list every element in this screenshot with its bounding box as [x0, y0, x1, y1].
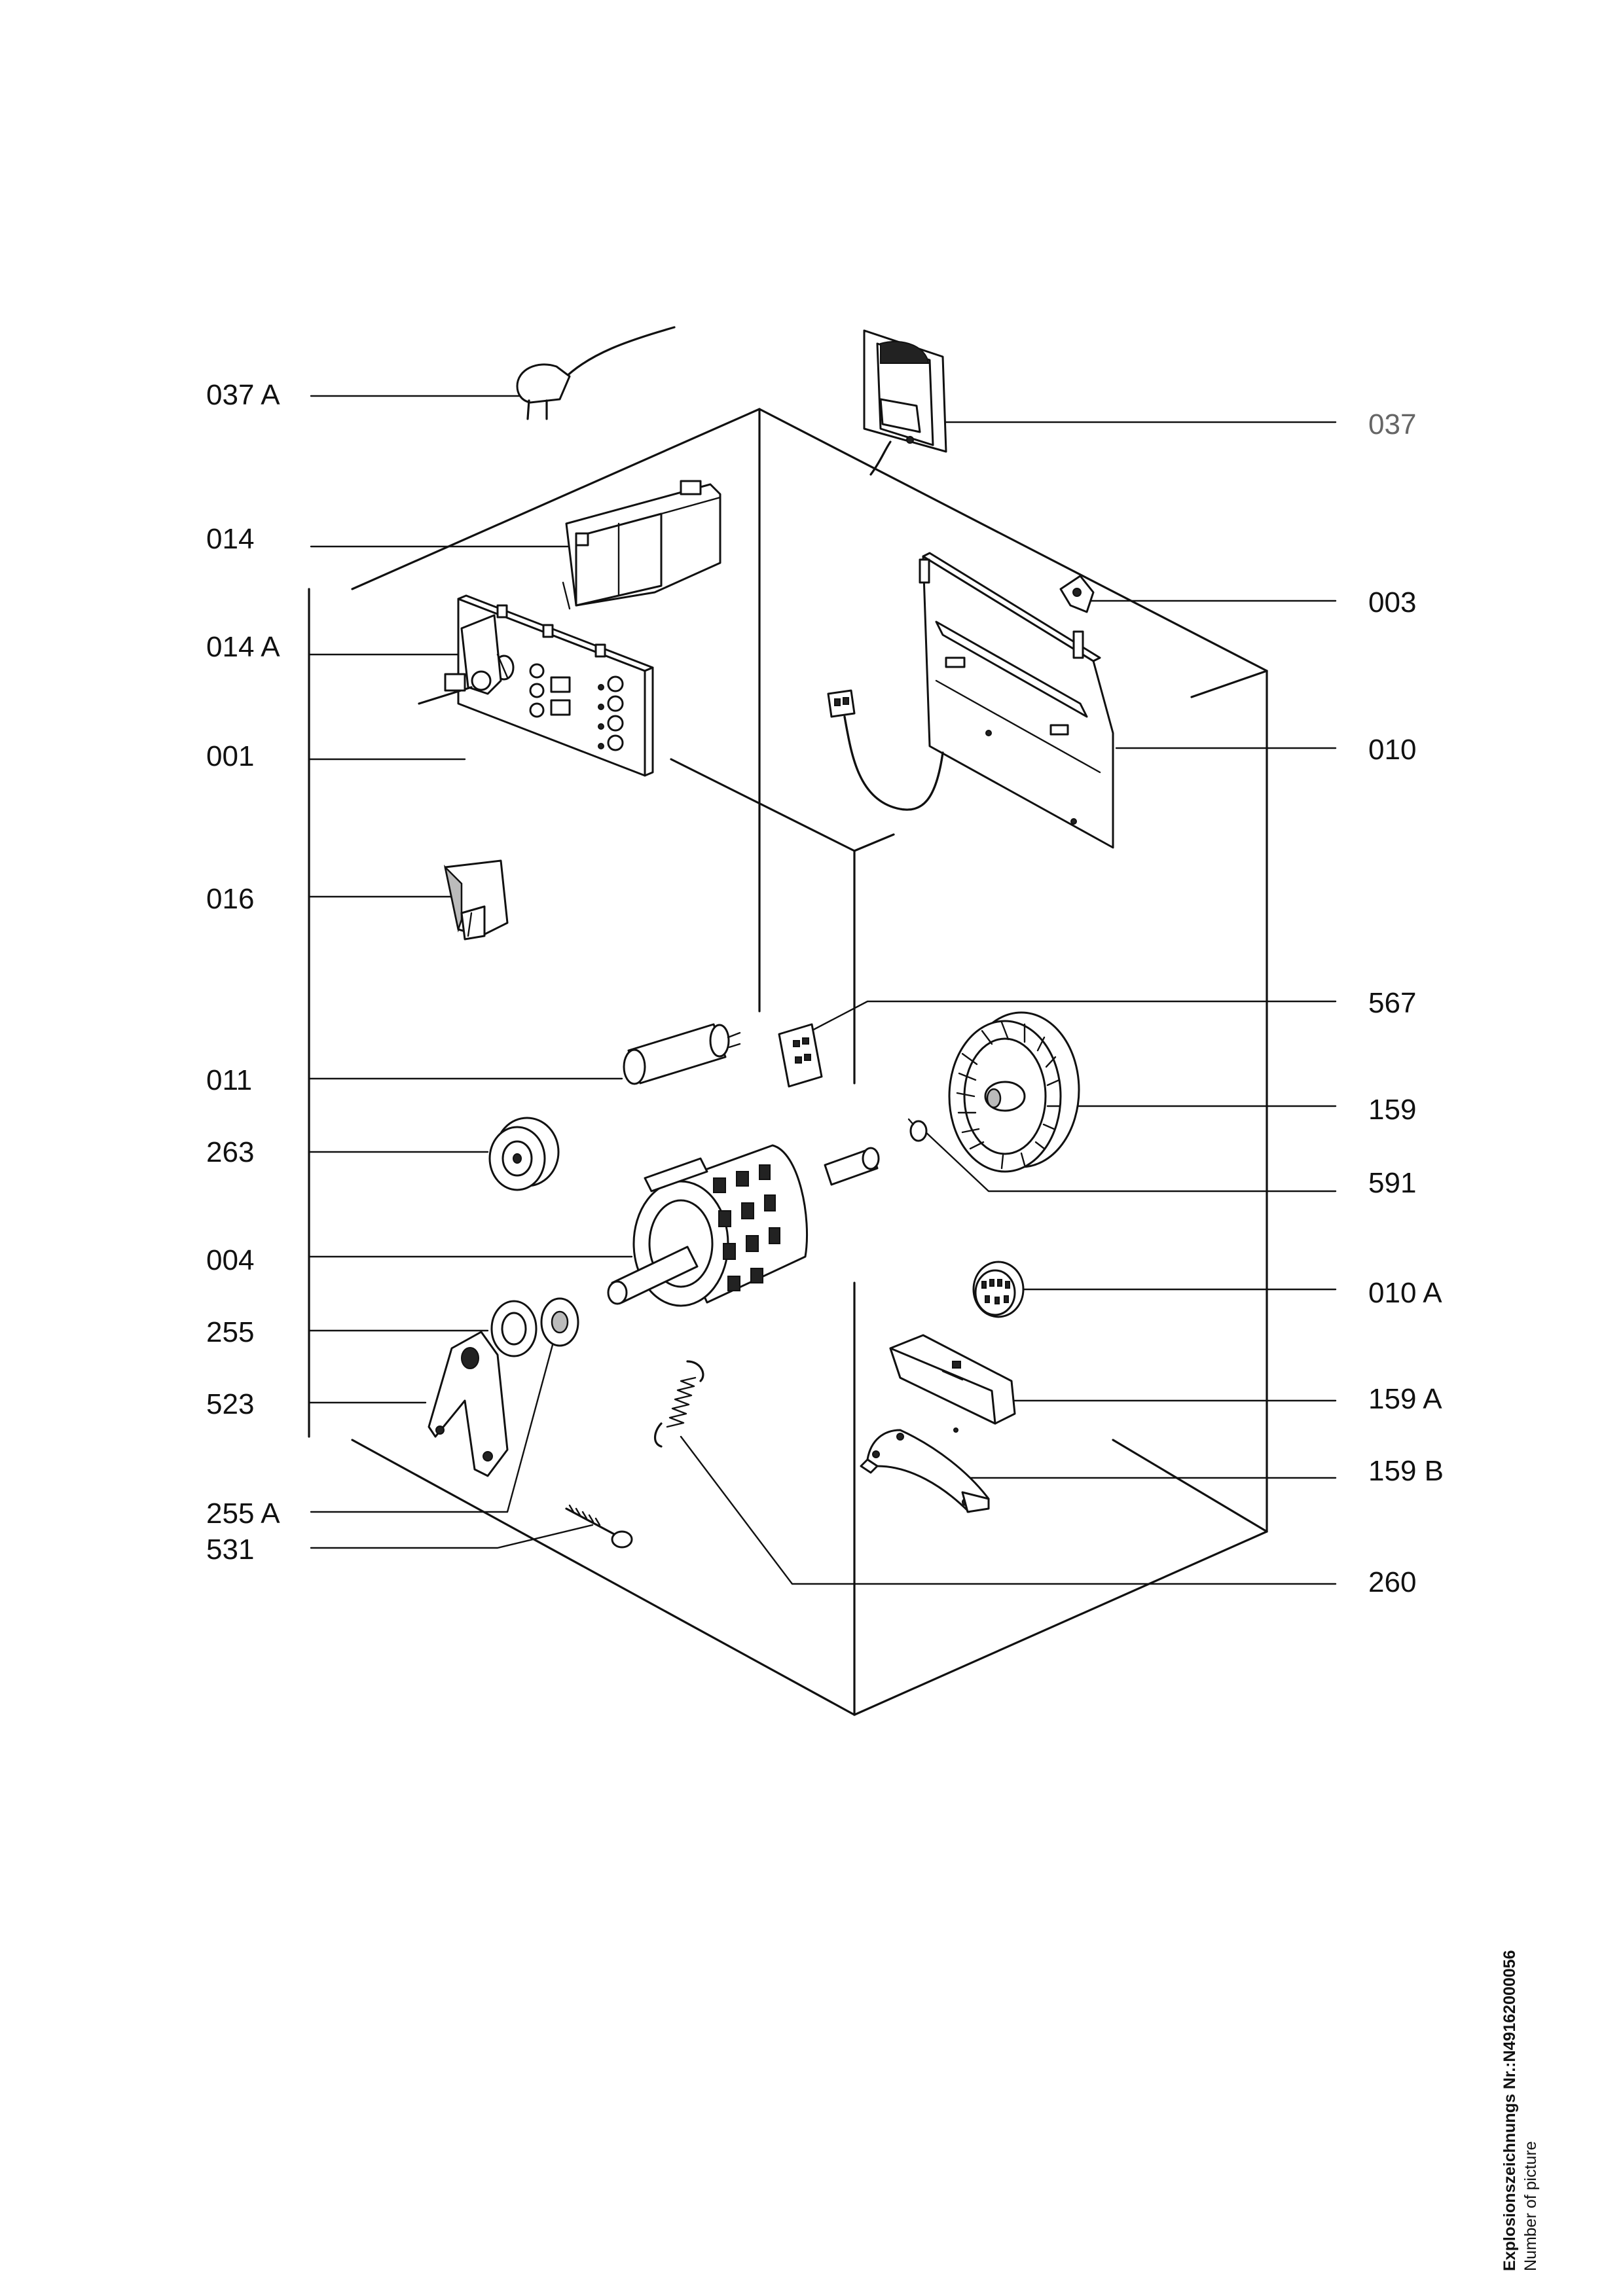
part-labels-left: 037 A 014 014 A 001 016 011 263 004 255 …: [206, 379, 280, 1566]
rear-bracket-icon: [827, 552, 1114, 849]
label-255: 255: [206, 1316, 254, 1348]
label-591: 591: [1368, 1167, 1416, 1199]
label-260: 260: [1368, 1566, 1416, 1598]
screw-icon: [565, 1504, 633, 1549]
label-016: 016: [206, 883, 254, 915]
capacitor-icon: [623, 1023, 741, 1085]
round-connector-icon: [972, 1261, 1025, 1318]
blower-wheel-icon: [948, 1011, 1080, 1173]
label-523: 523: [206, 1388, 254, 1420]
retaining-ring-icon: [907, 1118, 928, 1142]
bushing-icon: [490, 1297, 579, 1357]
control-module-icon: [562, 480, 721, 610]
clip-icon: [1059, 575, 1095, 613]
motor-icon: [607, 1144, 880, 1307]
leader-lines-right: [680, 421, 1337, 1585]
pulley-icon: [488, 1117, 560, 1191]
transformer-icon: [863, 329, 947, 476]
label-159a: 159 A: [1368, 1383, 1442, 1415]
drawing-number: Explosionszeichnungs Nr.:N49162000056: [1501, 1950, 1519, 2272]
fan-housing-part-icon: [889, 1334, 1016, 1433]
label-037a: 037 A: [206, 379, 280, 411]
label-001: 001: [206, 740, 254, 772]
curved-plate-icon: [860, 1429, 990, 1513]
label-010: 010: [1368, 734, 1416, 766]
label-010a: 010 A: [1368, 1277, 1442, 1309]
thermostat-bracket-icon: [443, 859, 509, 941]
label-263: 263: [206, 1136, 254, 1168]
label-531: 531: [206, 1534, 254, 1566]
mounting-bracket-icon: [428, 1331, 509, 1477]
switch-icon: [418, 614, 509, 705]
label-159b: 159 B: [1368, 1455, 1444, 1487]
housing-wireframe: [351, 408, 1268, 1716]
label-004: 004: [206, 1244, 254, 1276]
label-255a: 255 A: [206, 1498, 280, 1530]
label-014: 014: [206, 523, 254, 555]
power-cord-plug-icon: [516, 326, 676, 420]
drawing-number-subtitle: Number of picture: [1522, 2141, 1540, 2271]
picture-number-text: Explosionszeichnungs Nr.:N49162000056 Nu…: [1499, 1950, 1541, 2272]
picture-number-caption: Explosionszeichnungs Nr.:N49162000056 Nu…: [1499, 1852, 1541, 2272]
label-037: 037: [1368, 408, 1416, 440]
part-labels-right: 037 003 010 567 159 591 010 A 159 A 159 …: [1368, 408, 1444, 1598]
label-014a: 014 A: [206, 631, 280, 663]
connector-icon: [778, 1023, 823, 1088]
leader-lines-left: [308, 395, 633, 1549]
label-011: 011: [206, 1064, 252, 1096]
spring-icon: [654, 1360, 704, 1448]
control-panel-icon: [457, 594, 654, 777]
label-567: 567: [1368, 987, 1416, 1019]
label-159: 159: [1368, 1094, 1416, 1126]
label-003: 003: [1368, 586, 1416, 619]
